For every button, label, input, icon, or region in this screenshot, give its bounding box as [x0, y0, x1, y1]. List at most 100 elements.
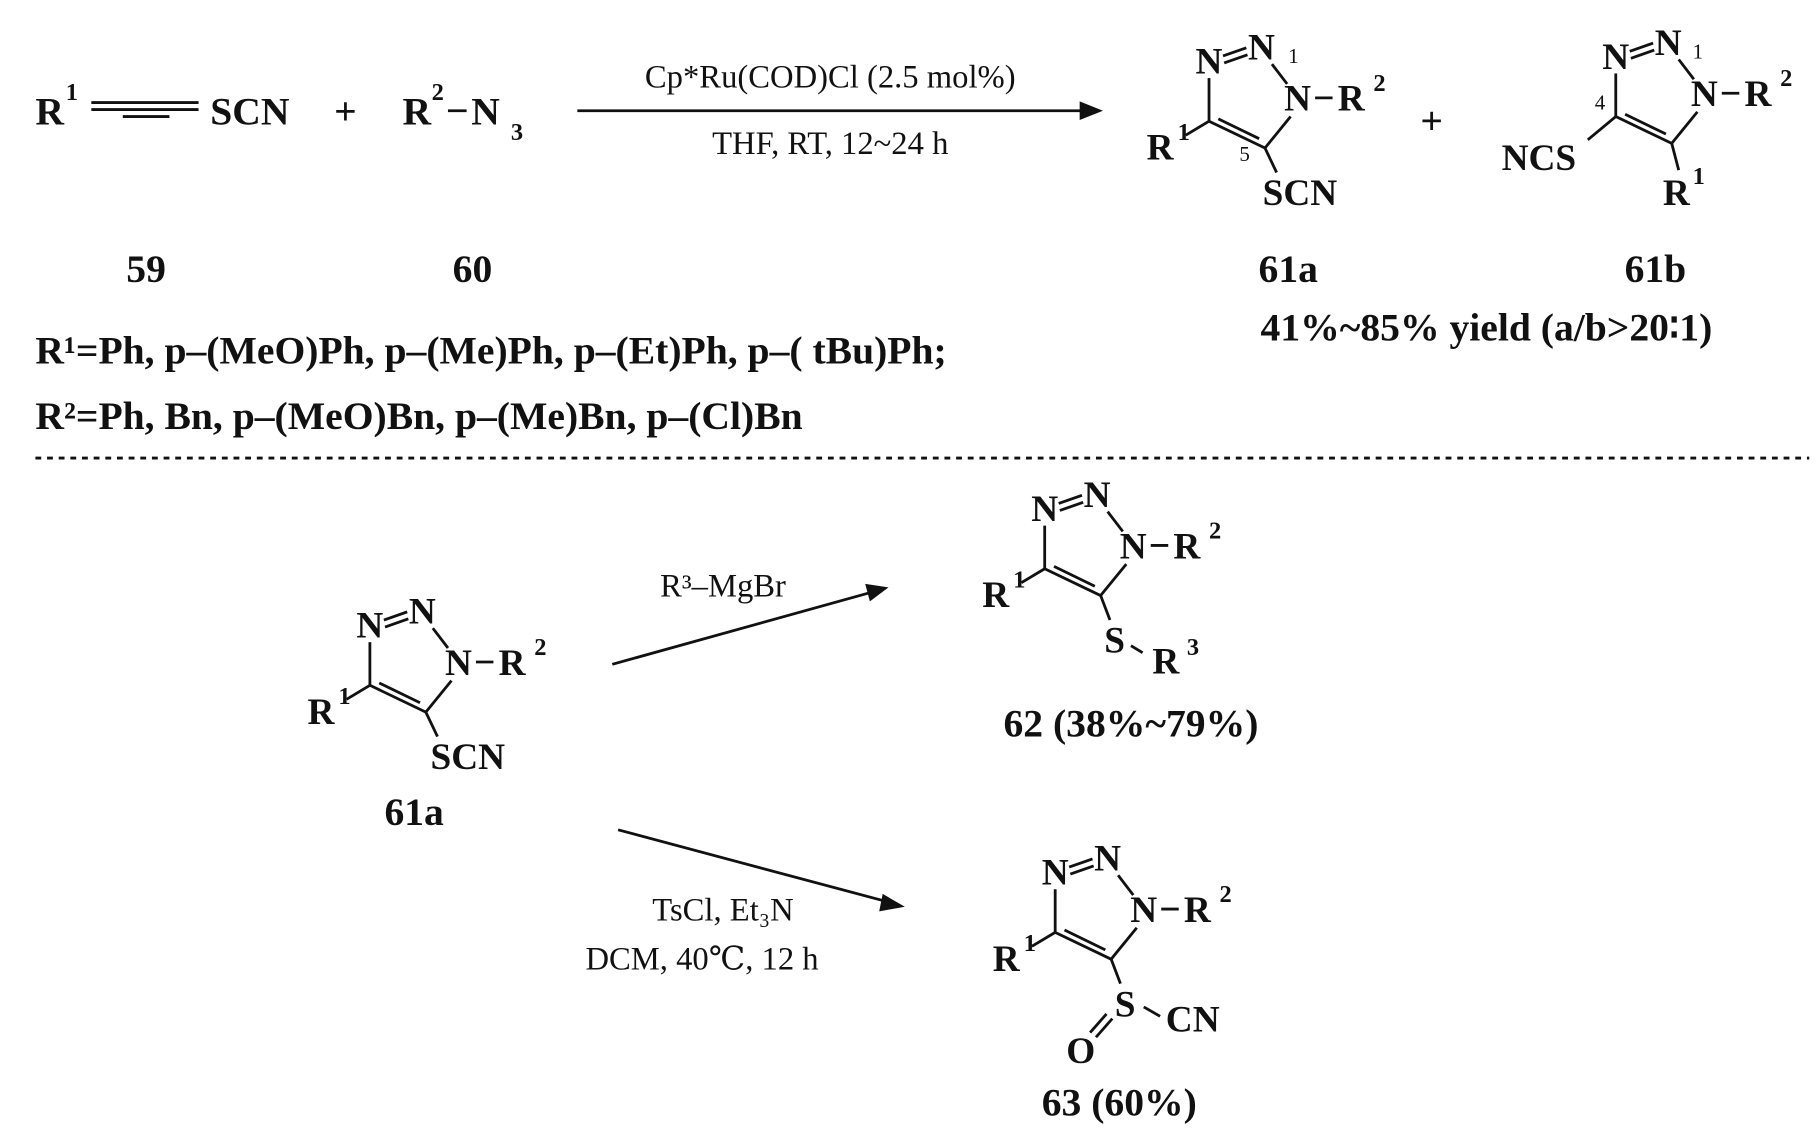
r1-label: R: [993, 939, 1021, 980]
r1-superscript: 1: [66, 79, 78, 106]
atom-n1: N: [1120, 526, 1147, 567]
r1-superscript: 1: [338, 683, 350, 710]
atom-n1: N: [445, 643, 472, 684]
arrow-shaft: [611, 590, 873, 666]
r2-superscript: 2: [1209, 517, 1221, 544]
reactant-59: R 1 SCN: [35, 79, 289, 133]
plus-sign: +: [334, 90, 357, 134]
bond-n3-n2-double: [1059, 500, 1084, 512]
triazole-ring: N N N R 2: [356, 592, 546, 714]
ring-number-4: 4: [1595, 91, 1606, 115]
r1-substituent: R 1: [1147, 119, 1210, 169]
atom-n1: N: [1691, 74, 1718, 115]
bond-n3-n2: [383, 610, 408, 622]
bond-c5-n1: [1263, 115, 1292, 149]
r1-superscript: 1: [1693, 163, 1705, 190]
atom-n3: N: [1042, 853, 1069, 894]
r2-label: R: [403, 90, 432, 134]
scn-group: SCN: [1263, 173, 1338, 214]
sulfur-atom: S: [1115, 984, 1136, 1025]
catalyst-conditions: Cp*Ru(COD)Cl (2.5 mol%): [645, 59, 1016, 95]
r2-label: R: [1173, 526, 1201, 567]
ring-number-1: 1: [1693, 39, 1703, 63]
bond-c5-s: [1109, 958, 1122, 985]
scn-group: SCN: [210, 90, 290, 134]
bond-c4-c5-double: [378, 681, 421, 705]
bond-c4-r1: [1031, 931, 1056, 948]
atom-n3: N: [1196, 41, 1223, 82]
r2-superscript: 2: [432, 79, 444, 106]
bond-c4-c5-double: [1217, 117, 1260, 140]
r1-substituent: R 1: [307, 683, 371, 733]
r2-superscript: 2: [1780, 65, 1792, 92]
bond-n3-n2-double: [1069, 864, 1095, 876]
compound-label-61a: 61a: [384, 790, 444, 834]
compound-label-60: 60: [453, 247, 493, 291]
bond-n3-n2: [1058, 494, 1083, 505]
compound-label-62: 62 (38%~79%): [1003, 702, 1258, 746]
ring-number-5: 5: [1239, 142, 1249, 166]
reaction-arrow-3: [617, 828, 905, 912]
azide-subscript: 3: [511, 119, 523, 146]
bond-n2-n1: [1117, 874, 1135, 896]
bond-n3-n2: [1222, 46, 1247, 58]
bond-c4-c5: [369, 684, 427, 714]
bond-c5-s: [1099, 595, 1112, 621]
compound-label-63: 63 (60%): [1042, 1080, 1197, 1124]
bond-c4-c5-double: [1063, 928, 1106, 952]
atom-n3: N: [356, 606, 383, 647]
r1-label: R: [982, 575, 1010, 616]
bond-s-cn: [1143, 1005, 1161, 1018]
r2-label: R: [1338, 79, 1366, 120]
r2-definition: R²=Ph, Bn, p–(MeO)Bn, p–(Me)Bn, p–(Cl)Bn: [35, 394, 802, 438]
oxygen-atom: O: [1066, 1031, 1095, 1072]
plus-sign: +: [1420, 99, 1443, 143]
bond-c4-ncs: [1586, 115, 1617, 141]
r1-label: R: [1147, 128, 1175, 169]
bond-n3-n2-double: [1223, 53, 1248, 65]
bond-c5-s: [424, 711, 439, 738]
starting-material-61a: N N N R 2 R 1 SCN 61a: [307, 592, 546, 835]
arrow-head: [879, 893, 905, 912]
bond-c5-s: [1263, 147, 1278, 174]
bond-c4-c5: [1208, 119, 1266, 150]
azide-n: N: [471, 90, 500, 134]
scn-group: SCN: [430, 737, 505, 778]
compound-label-59: 59: [126, 247, 166, 291]
reagents: TsCl, Et₃N: [652, 893, 793, 929]
reaction-conditions: DCM, 40℃, 12 h: [585, 942, 818, 978]
bond-c4-r1: [1184, 120, 1210, 137]
r3-superscript: 3: [1187, 634, 1199, 661]
r2-label: R: [1184, 890, 1212, 931]
atom-n2: N: [1655, 23, 1682, 64]
reactant-60: R 2 N 3: [403, 79, 524, 146]
bond-n2-n1: [431, 627, 450, 649]
r1-substituent: R 1: [993, 930, 1056, 980]
atom-n2: N: [1094, 839, 1121, 880]
bond-n2-n1: [1106, 510, 1124, 533]
bond-c4-c5-double: [1053, 565, 1096, 588]
sulfur-atom: S: [1104, 621, 1125, 662]
product-63: N N N R 2 R 1 S CN O 63 (60%): [993, 839, 1232, 1125]
atom-n3: N: [1031, 489, 1058, 530]
bond-n2-n1: [1677, 58, 1695, 81]
r2-superscript: 2: [534, 634, 546, 661]
product-61b: N N N R 2 1 4 NCS R 1: [1502, 23, 1793, 214]
r1-superscript: 1: [1178, 119, 1190, 146]
bond-c5-n1: [424, 679, 453, 713]
arrow-shaft: [617, 828, 889, 904]
atom-n1: N: [1284, 79, 1311, 120]
r2-superscript: 2: [1220, 881, 1232, 908]
bond-c5-n1: [1670, 111, 1699, 145]
r3-label: R: [1152, 642, 1180, 683]
reaction-arrow-1: [577, 101, 1103, 121]
cn-group: CN: [1166, 999, 1220, 1040]
bond-c5-n1: [1099, 563, 1128, 597]
r1-superscript: 1: [1013, 566, 1025, 593]
bond-n3-n2-double: [384, 617, 409, 629]
yield-text: 41%~85% yield (a/b>20∶1): [1261, 305, 1713, 349]
atom-n2: N: [409, 592, 436, 633]
reaction-arrow-2: [611, 583, 889, 666]
ncs-group: NCS: [1502, 138, 1577, 179]
